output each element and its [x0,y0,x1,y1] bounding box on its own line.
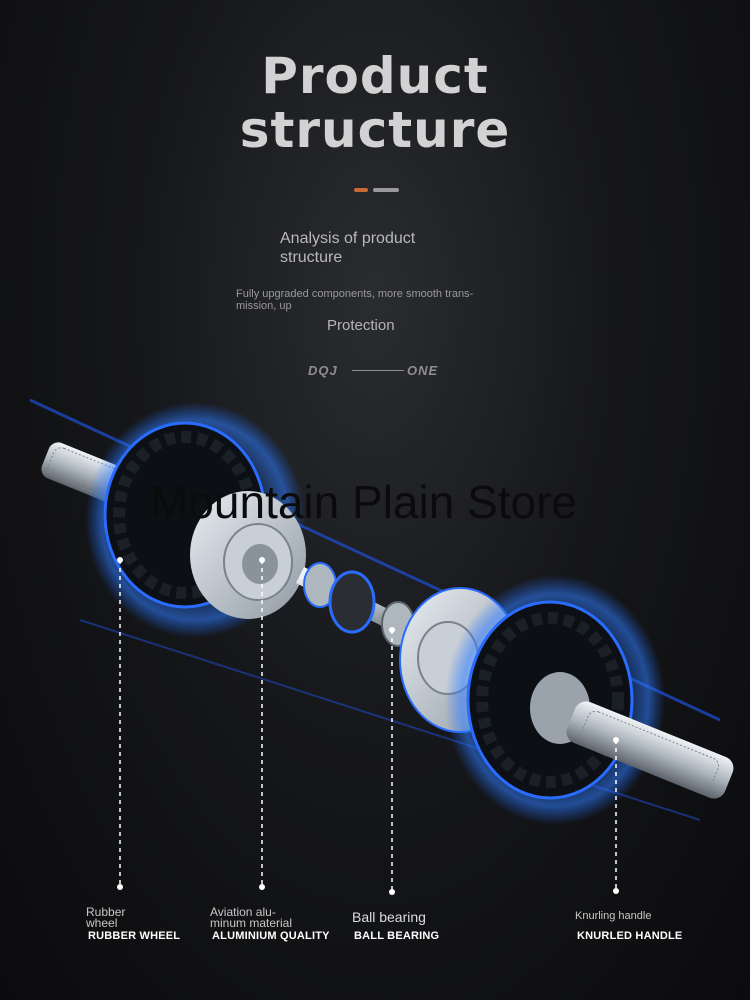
label-aluminium-big: ALUMINIUM QUALITY [212,930,330,942]
label-rubber-small: Rubber wheel [86,905,126,930]
title-line-1: Product [261,47,489,105]
label-aluminium-small: Aviation alu-minum material [210,905,293,930]
description: Fully upgraded components, more smooth t… [236,288,474,312]
store-watermark: Mountain Plain Store [150,476,578,528]
right-handle [566,701,734,799]
protection-text: Protection [327,317,395,334]
ab-roller-exploded-illustration [29,398,734,895]
label-bearing-big: BALL BEARING [354,930,440,942]
label-knurled-big: KNURLED HANDLE [577,930,683,942]
subtitle: Analysis of product structure [280,230,416,266]
brand-right: ONE [407,363,439,378]
title-line-2: structure [239,101,511,159]
accent-dash-orange [354,188,368,192]
label-knurled-small: Knurling handle [575,910,652,922]
label-rubber-big: RUBBER WHEEL [88,930,181,942]
bearing-2 [328,570,376,634]
brand-divider [352,370,404,371]
accent-dash-gray [373,188,399,192]
label-bearing-small: Ball bearing [352,909,426,925]
brand-left: DQJ [308,363,338,378]
